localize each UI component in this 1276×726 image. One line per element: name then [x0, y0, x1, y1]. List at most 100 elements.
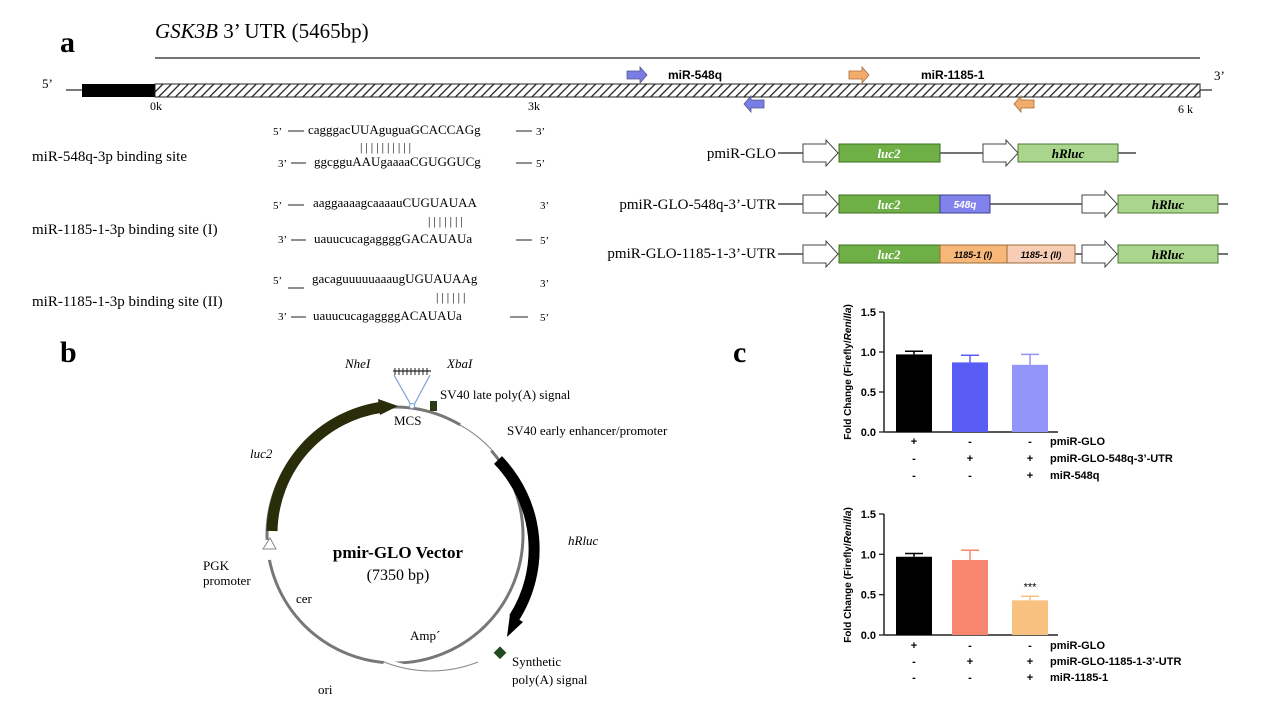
- hrluc-label: hRluc: [1152, 197, 1185, 212]
- condition-mark: +: [911, 640, 917, 652]
- condition-mark: +: [1027, 453, 1033, 465]
- y-axis-label-italic: Renilla: [843, 307, 854, 340]
- pairing-bars: | | | | | | |: [428, 214, 463, 228]
- five-prime-mark: 5’: [273, 200, 282, 212]
- pairing-bars: | | | | | | | | | |: [360, 140, 411, 154]
- condition-mark: -: [968, 470, 972, 482]
- nhei-label: NheI: [344, 356, 371, 371]
- panel-label-a: a: [60, 26, 75, 59]
- five-prime-mark: 5’: [536, 158, 545, 170]
- three-prime-mark: 3’: [278, 311, 287, 323]
- mir548-site-label: miR-548q: [668, 68, 722, 82]
- condition-mark: -: [912, 453, 916, 465]
- condition-label: pmiR-GLO-548q-3’-UTR: [1050, 453, 1173, 465]
- sv40-early-arc: [457, 421, 495, 453]
- tick-3k: 3k: [528, 99, 540, 113]
- pgk-promoter-label: promoter: [203, 573, 251, 588]
- sv40-early-outline: [459, 424, 493, 451]
- ori-label: ori: [318, 682, 333, 697]
- synthetic-label: Synthetic: [512, 654, 561, 669]
- sv40-late-marker: [430, 401, 437, 411]
- cer-label: cer: [296, 591, 313, 606]
- condition-label: miR-548q: [1050, 470, 1100, 482]
- condition-mark: -: [912, 470, 916, 482]
- luc2-arc: [266, 401, 384, 532]
- condition-mark: +: [911, 436, 917, 448]
- utr-1185-ii-label: 1185-1 (II): [1021, 250, 1062, 260]
- y-axis-label-italic: Renilla: [843, 510, 854, 543]
- condition-label: pmiR-GLO: [1050, 436, 1105, 448]
- mir1185-reverse-arrow-icon: [1013, 94, 1035, 114]
- binding-site-1185-i: miR-1185-1-3p binding site (I) 5’ aaggaa…: [32, 195, 549, 247]
- three-prime-mark: 3’: [540, 200, 549, 212]
- pgk-label: PGK: [203, 558, 230, 573]
- construct-548q: pmiR-GLO-548q-3’-UTR luc2 548q hRluc: [619, 189, 1228, 219]
- amp-outline: [383, 661, 479, 672]
- panel-label-c: c: [733, 336, 746, 369]
- condition-mark: +: [1027, 470, 1033, 482]
- utr-1185-i-label: 1185-1 (I): [954, 250, 992, 260]
- three-prime-mark: 3’: [278, 158, 287, 170]
- five-prime-mark: 5’: [540, 312, 549, 324]
- mrna-sequence: gacaguuuuuaaaugUGUAUAAg: [312, 271, 478, 286]
- condition-mark: -: [912, 656, 916, 668]
- hrluc-vector-label: hRluc: [568, 533, 599, 548]
- construct-1185: pmiR-GLO-1185-1-3’-UTR luc2 1185-1 (I) 1…: [607, 239, 1228, 269]
- binding-site-548q: miR-548q-3p binding site 5’ cagggacUUAgu…: [32, 122, 545, 170]
- mrna-sequence: aaggaaaagcaaaauCUGUAUAA: [313, 195, 477, 210]
- promoter-arrow-icon: [802, 138, 839, 168]
- polya-signal-label: poly(A) signal: [512, 672, 588, 687]
- condition-mark: -: [968, 640, 972, 652]
- xbai-label: XbaI: [446, 356, 473, 371]
- binding-site-label: miR-1185-1-3p binding site (II): [32, 294, 223, 310]
- condition-mark: -: [968, 672, 972, 684]
- mcs-zoom-left: [393, 374, 412, 406]
- luc2-label: luc2: [877, 146, 901, 161]
- bar: [896, 556, 932, 635]
- y-tick-label: 0.0: [861, 630, 876, 642]
- promoter-arrow-icon: [1081, 189, 1118, 219]
- panel-a: a GSK3B 3’ UTR (5465bp) 5’ 3’ 0k 3k 6 k …: [32, 19, 1228, 324]
- bar: [1012, 600, 1048, 635]
- y-tick-label: 0.0: [861, 427, 876, 439]
- pairing-bars: | | | | | |: [436, 290, 465, 304]
- mcs-label: MCS: [394, 413, 421, 428]
- hrluc-box: [1117, 194, 1219, 214]
- mcs-point: [409, 403, 415, 409]
- promoter-arrow-icon: [802, 239, 839, 269]
- mirna-sequence: ggcgguAAUgaaaaCGUGGUCg: [314, 154, 481, 169]
- three-prime-mark: 3’: [278, 234, 287, 246]
- hrluc-label: hRluc: [1152, 247, 1185, 262]
- mirna-sequence: uauucucagaggggACAUAUa: [313, 308, 462, 323]
- promoter-arrow-icon: [1081, 239, 1118, 269]
- condition-mark: +: [1027, 672, 1033, 684]
- hrluc-box: [1017, 143, 1119, 163]
- luc2-label: luc2: [877, 247, 901, 262]
- amp-label: Amp´: [410, 628, 440, 643]
- binding-site-1185-ii: miR-1185-1-3p binding site (II) 5’ gacag…: [32, 271, 549, 324]
- condition-mark: -: [1028, 640, 1032, 652]
- y-tick-label: 0.5: [861, 590, 876, 602]
- sv40-late-label: SV40 late poly(A) signal: [440, 387, 571, 402]
- pgk-arrowhead-icon: [262, 537, 277, 550]
- three-prime-mark: 3’: [540, 278, 549, 290]
- mcs-zoom-right: [413, 374, 431, 406]
- vector-size: (7350 bp): [367, 567, 430, 584]
- mcs-hatch: [394, 368, 428, 375]
- y-tick-label: 1.0: [861, 549, 876, 561]
- utr-three-prime: 3’: [1214, 68, 1225, 83]
- tick-6k: 6 k: [1178, 102, 1193, 116]
- condition-label: pmiR-GLO: [1050, 640, 1105, 652]
- condition-mark: -: [968, 436, 972, 448]
- three-prime-mark: 3’: [536, 126, 545, 138]
- mirna-sequence: uauucucagaggggGACAUAUa: [314, 231, 472, 246]
- condition-mark: +: [1027, 656, 1033, 668]
- five-prime-mark: 5’: [540, 235, 549, 247]
- construct-name: pmiR-GLO-548q-3’-UTR: [619, 197, 776, 213]
- y-axis-label-part: Fold Change (Firefly/: [843, 543, 854, 643]
- utr-gene: GSK3B: [155, 19, 218, 43]
- mrna-sequence: cagggacUUAguguaGCACCAGg: [308, 122, 481, 137]
